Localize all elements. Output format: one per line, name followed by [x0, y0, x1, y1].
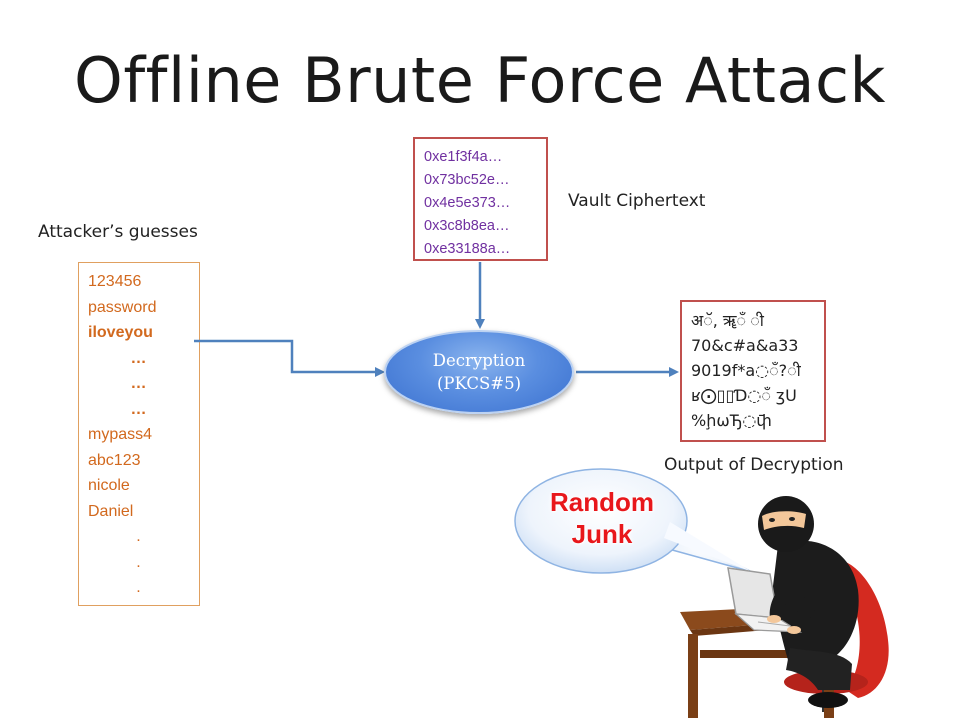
- guess-item: mypass4: [88, 426, 153, 443]
- guess-item: Daniel: [88, 502, 134, 520]
- output-line: अॅ⁠, ॠ◌ँ ी: [691, 311, 764, 330]
- guess-dot: .: [136, 579, 141, 596]
- cipher-line: 0x3c8b8ea…: [424, 218, 510, 234]
- guesses-label: Attacker’s guesses: [38, 222, 198, 242]
- output-line: ʁ⨀▯▯Ɗ◌ँ ʒU: [691, 386, 797, 405]
- speech-bubble: [514, 468, 753, 574]
- decryption-label: Decryption: [432, 351, 526, 370]
- bubble-line-2: Junk: [571, 519, 633, 549]
- cipher-line: 0xe1f3f4a…: [424, 149, 503, 165]
- guess-ellipsis: …: [130, 375, 147, 392]
- speech-bubble-text: Random Junk: [527, 486, 677, 550]
- guess-item: nicole: [88, 477, 130, 494]
- guess-item: iloveyou: [88, 324, 153, 341]
- output-line: 70&c#a&a33: [691, 336, 799, 355]
- guesses-to-decryption-arrow: [194, 339, 385, 377]
- decryption-output-box: अॅ⁠, ॠ◌ँ ी 70&c#a&a33 9019f*a◌ँ?◌ी ʁ⨀▯▯Ɗ…: [680, 300, 826, 442]
- slide-title: Offline Brute Force Attack: [74, 44, 886, 117]
- bubble-line-1: Random: [550, 487, 654, 517]
- cipher-line: 0xe33188a…: [424, 241, 511, 257]
- cipher-line: 0x4e5e373…: [424, 195, 511, 211]
- guess-dot: .: [136, 553, 141, 571]
- decryption-node: Decryption (PKCS#5): [384, 330, 574, 414]
- guess-dot: .: [136, 528, 141, 545]
- guess-ellipsis: …: [130, 349, 147, 367]
- output-line: 9019f*a◌ँ?◌ी: [691, 361, 801, 380]
- vault-ciphertext-box: 0xe1f3f4a… 0x73bc52e… 0x4e5e373… 0x3c8b8…: [413, 137, 548, 261]
- guess-ellipsis: …: [130, 400, 147, 418]
- cipher-line: 0x73bc52e…: [424, 172, 510, 188]
- guesses-list: 123456 password iloveyou … … … mypass4 a…: [78, 262, 200, 606]
- ninja-hacker-illustration: [680, 496, 889, 718]
- vault-ciphertext-label: Vault Ciphertext: [568, 191, 706, 211]
- decryption-scheme-label: (PKCS#5): [436, 374, 522, 393]
- guess-item: 123456: [88, 273, 142, 290]
- guess-item: password: [88, 298, 157, 316]
- guess-item: abc123: [88, 451, 141, 469]
- output-label: Output of Decryption: [664, 455, 844, 475]
- output-line: %ḩ⍵Ђ◌ֿփ: [691, 411, 772, 430]
